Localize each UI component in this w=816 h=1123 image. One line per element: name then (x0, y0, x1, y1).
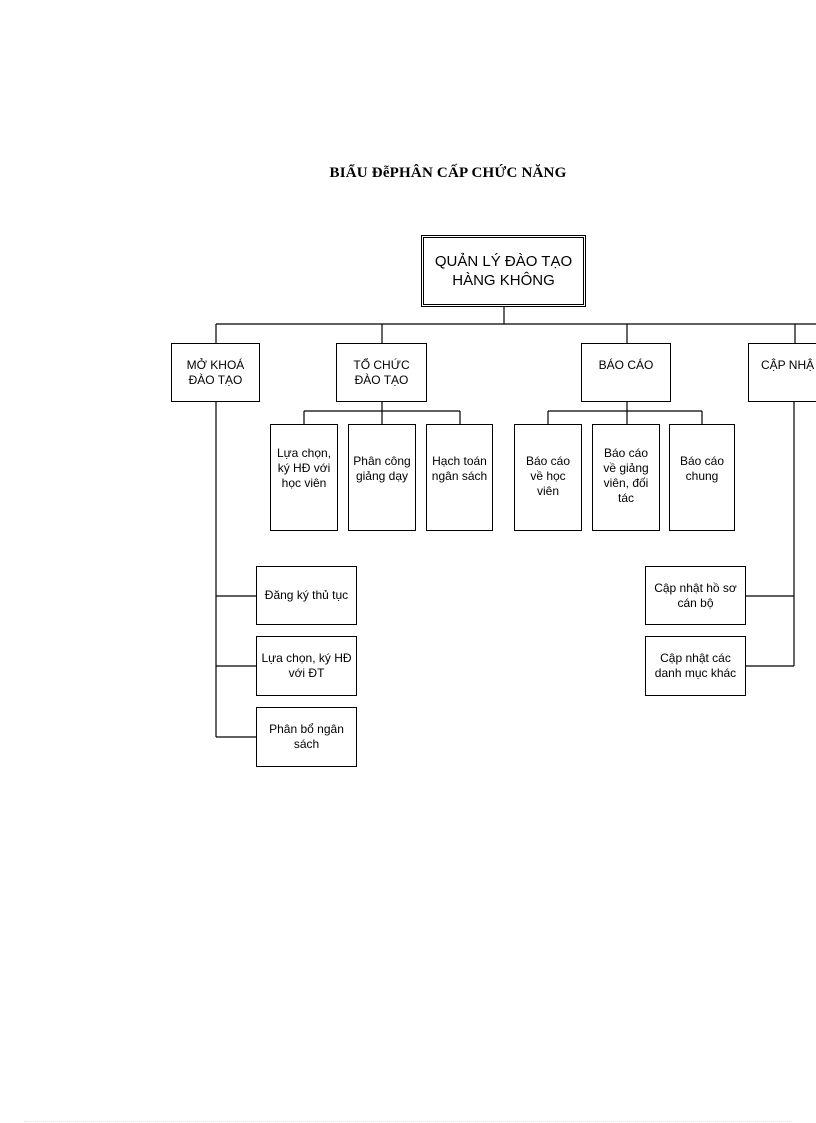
cap-nhat-child-1: Cập nhật hồ sơ cán bộ (645, 566, 746, 625)
bao-cao-child-1-label: Báo cáo về học viên (525, 454, 571, 498)
mo-khoa-child-2-label: Lựa chọn, ký HĐ với ĐT (261, 651, 352, 680)
bao-cao-child-2-label: Báo cáo về giảng viên, đối tác (603, 446, 649, 505)
cap-nhat-child-2: Cập nhật các danh mục khác (645, 636, 746, 696)
to-chuc-child-1: Lựa chọn, ký HĐ với học viên (270, 424, 338, 531)
bao-cao-child-1: Báo cáo về học viên (514, 424, 582, 531)
mo-khoa-child-3-label: Phân bổ ngân sách (269, 722, 344, 751)
bao-cao-child-3-label: Báo cáo chung (679, 454, 725, 483)
to-chuc-child-2-label: Phân công giảng dạy (353, 454, 411, 483)
branch-mo-khoa-label: MỞ KHOÁ ĐÀO TẠO (186, 358, 245, 387)
to-chuc-child-1-label: Lựa chọn, ký HĐ với học viên (276, 446, 332, 490)
to-chuc-child-3-label: Hạch toán ngân sách (431, 454, 488, 483)
mo-khoa-child-1: Đăng ký thủ tục (256, 566, 357, 625)
to-chuc-child-3: Hạch toán ngân sách (426, 424, 493, 531)
mo-khoa-child-3: Phân bổ ngân sách (256, 707, 357, 767)
branch-cap-nhat-label: CẬP NHẬ (761, 358, 815, 372)
mo-khoa-child-2: Lựa chọn, ký HĐ với ĐT (256, 636, 357, 696)
cap-nhat-child-2-label: Cập nhật các danh mục khác (654, 651, 737, 680)
cap-nhat-child-1-label: Cập nhật hồ sơ cán bộ (654, 580, 737, 610)
diagram-title: BIẨU ĐễPHÂN CẤP CHỨC NĂNG (329, 165, 567, 181)
mo-khoa-child-1-label: Đăng ký thủ tục (264, 588, 349, 602)
branch-to-chuc-dao-tao: TỔ CHỨC ĐÀO TẠO (336, 343, 427, 402)
branch-mo-khoa-dao-tao: MỞ KHOÁ ĐÀO TẠO (171, 343, 260, 402)
branch-bao-cao: BÁO CÁO (581, 343, 671, 402)
page-bottom-rule (24, 1121, 792, 1122)
branch-cap-nhat: CẬP NHẬ (748, 343, 816, 402)
root-node-label: QUẢN LÝ ĐÀO TẠO HÀNG KHÔNG (434, 253, 573, 289)
root-node: QUẢN LÝ ĐÀO TẠO HÀNG KHÔNG (421, 235, 586, 307)
to-chuc-child-2: Phân công giảng dạy (348, 424, 416, 531)
branch-bao-cao-label: BÁO CÁO (598, 358, 654, 372)
bao-cao-child-2: Báo cáo về giảng viên, đối tác (592, 424, 660, 531)
branch-to-chuc-label: TỔ CHỨC ĐÀO TẠO (353, 358, 410, 387)
bao-cao-child-3: Báo cáo chung (669, 424, 735, 531)
